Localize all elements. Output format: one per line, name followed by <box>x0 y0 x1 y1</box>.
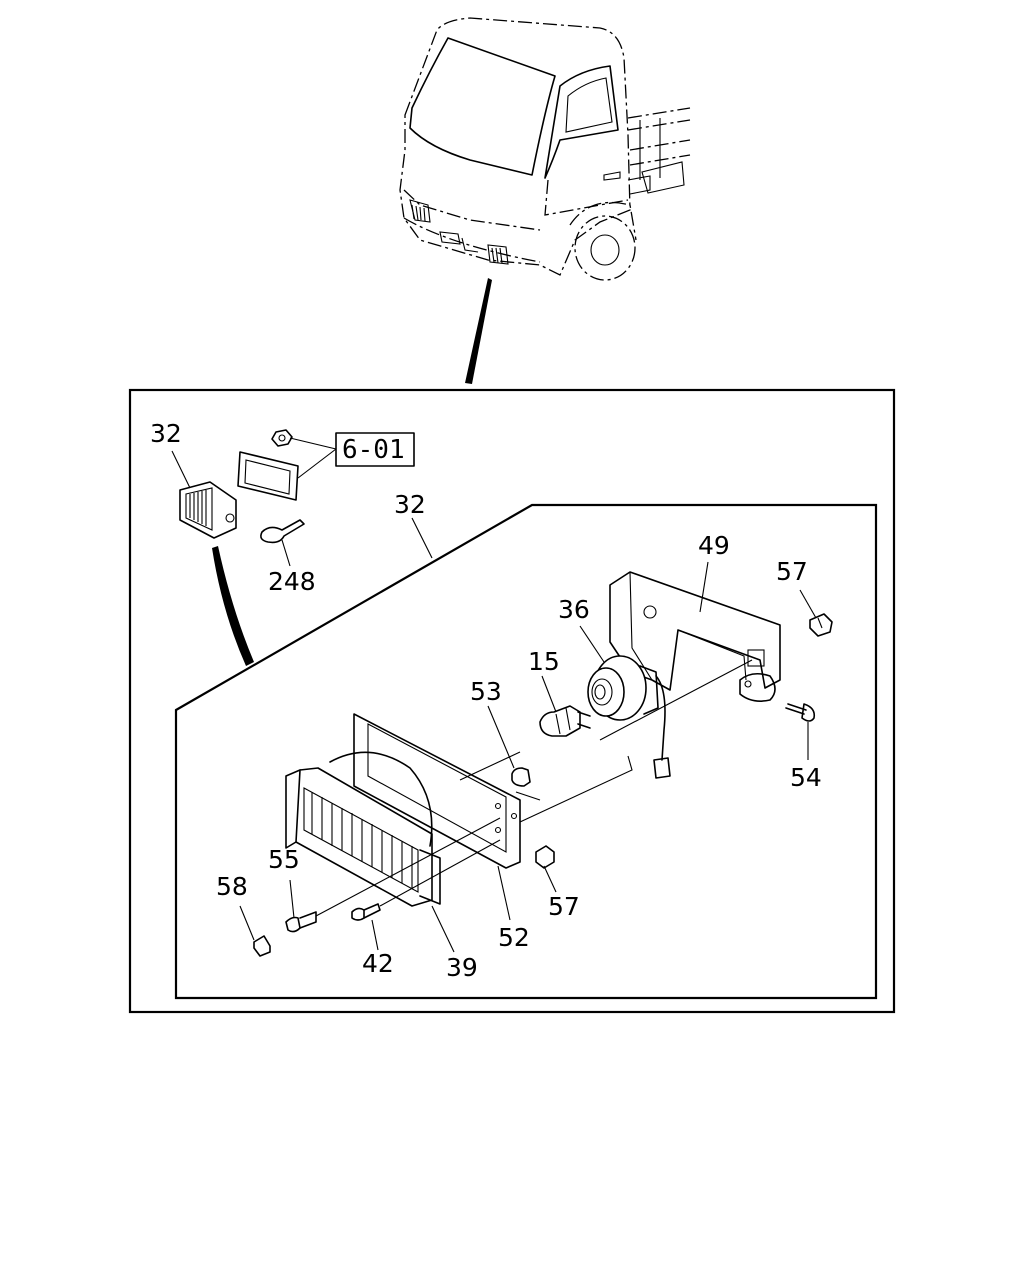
callout-248: 248 <box>268 567 316 596</box>
callout-36: 36 <box>558 595 590 624</box>
callout-32-main: 32 <box>394 490 426 519</box>
callout-53: 53 <box>470 677 502 706</box>
callout-15: 15 <box>528 647 560 676</box>
callout-52: 52 <box>498 923 530 952</box>
callout-54: 54 <box>790 763 822 792</box>
section-ref-label: 6-01 <box>342 435 405 465</box>
callout-42: 42 <box>362 949 394 978</box>
callout-39: 39 <box>446 953 478 982</box>
callout-57-top: 57 <box>776 557 808 586</box>
callout-58: 58 <box>216 872 248 901</box>
outer-frame <box>128 388 896 1014</box>
fog-lamp-exploded-view <box>239 561 833 957</box>
inset-fog-lamp-assembly <box>171 429 415 666</box>
leader-32-main <box>411 517 433 559</box>
callout-32-inset: 32 <box>150 419 182 448</box>
truck-cab-illustration <box>399 17 691 281</box>
callout-55: 55 <box>268 845 300 874</box>
callout-49: 49 <box>698 531 730 560</box>
callout-57-bottom: 57 <box>548 892 580 921</box>
detail-frame <box>174 503 878 1000</box>
leader-pointer-cab <box>465 278 492 384</box>
